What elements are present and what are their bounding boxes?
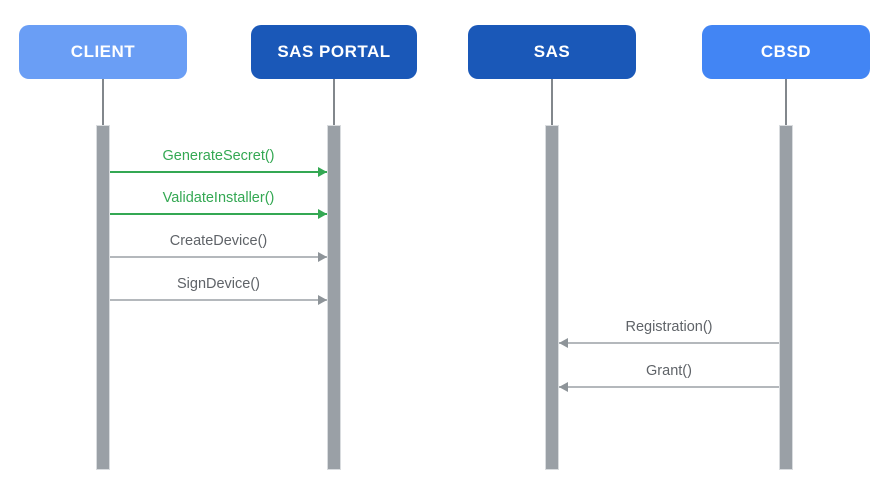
message-validate-installer: ValidateInstaller() [110,185,327,219]
message-line [110,171,327,173]
participant-box-sas-portal: SAS PORTAL [251,25,417,79]
message-line [110,213,327,215]
arrowhead-right-icon [318,167,327,177]
message-label: GenerateSecret() [162,148,275,164]
participant-box-client: CLIENT [19,25,187,79]
participant-box-sas: SAS [468,25,636,79]
message-label: ValidateInstaller() [162,190,275,206]
arrowhead-right-icon [318,295,327,305]
client-activation-bar [96,125,110,470]
message-line [559,342,779,344]
message-registration: Registration() [559,314,779,348]
message-line [110,256,327,258]
arrowhead-right-icon [318,209,327,219]
participant-box-cbsd: CBSD [702,25,870,79]
message-label: CreateDevice() [169,233,268,249]
participant-label-sas-portal: SAS PORTAL [277,42,391,61]
message-grant: Grant() [559,358,779,392]
message-label: Registration() [625,319,713,335]
participant-label-sas: SAS [533,42,571,61]
message-line [110,299,327,301]
arrowhead-left-icon [559,382,568,392]
message-label: SignDevice() [177,276,260,292]
arrowhead-left-icon [559,338,568,348]
message-line [559,386,779,388]
message-label: Grant() [646,363,692,379]
message-sign-device: SignDevice() [110,271,327,305]
cbsd-activation-bar [779,125,793,470]
sas-activation-bar [545,125,559,470]
arrowhead-right-icon [318,252,327,262]
sas-portal-activation-bar [327,125,341,470]
message-create-device: CreateDevice() [110,228,327,262]
message-generate-secret: GenerateSecret() [110,143,327,177]
participant-label-client: CLIENT [70,42,136,61]
participant-label-cbsd: CBSD [760,42,812,61]
